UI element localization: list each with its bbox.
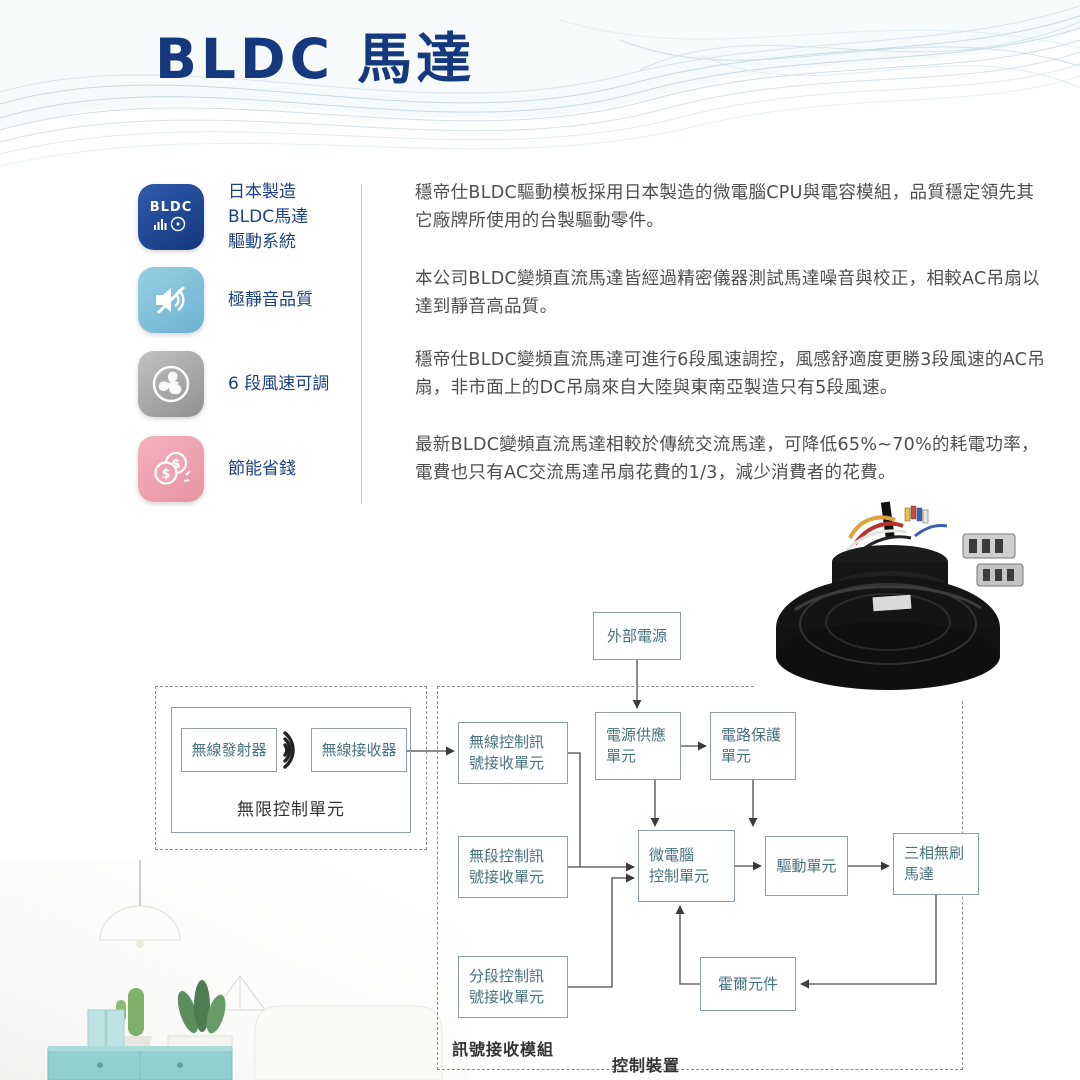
box-wireless-receiver: 無線接收器 [311,728,407,772]
box-label-line: 微電腦 [649,846,695,864]
box-label-line: 號接收單元 [469,868,545,886]
terminal-blocks [962,533,1024,587]
signal-module-label: 訊號接收模組 [452,1040,555,1059]
feature-label-line: BLDC馬達 [228,207,309,227]
box-drive-unit: 驅動單元 [765,836,848,896]
armchair-icon [254,1005,443,1080]
feature-label-line: 驅動系統 [228,232,296,252]
svg-text:$: $ [171,457,180,472]
box-label-line: 霍爾元件 [717,974,778,993]
fan-speed-icon: 6 [138,351,204,417]
box-label-line: 外部電源 [606,626,667,645]
feature-label-speed: 6 段風速可調 [228,372,329,397]
box-label-line: 驅動單元 [776,856,837,875]
box-label-line: 單元 [606,747,637,765]
wall-lamp-icon [99,860,181,948]
header-waves [0,0,1080,167]
box-wireless-transmitter: 無線發射器 [181,728,277,772]
box-rx-wireless: 無線控制訊 號接收單元 [458,722,568,784]
feature-label-line: 日本製造 [228,182,296,202]
feature-label-save: 節能省錢 [228,457,296,482]
svg-text:$: $ [161,467,170,482]
wireless-signal-icon [283,731,295,769]
page-title: BLDC 馬達 [155,27,476,91]
fan-glyph: 6 [152,365,190,403]
box-circuit-protection: 電路保護 單元 [710,712,796,780]
paragraph-drive-system: 穩帝仕BLDC驅動模板採用日本製造的微電腦CPU與電容模組，品質穩定領先其它廠牌… [415,183,1035,231]
feature-label-line: 節能省錢 [228,459,296,479]
motor-photo [755,500,1025,700]
mute-speaker-icon [138,267,204,333]
feature-label-bldc: 日本製造 BLDC馬達 驅動系統 [228,180,308,255]
feature-label-line: 6 段風速可調 [228,374,330,394]
vertical-divider [361,184,362,504]
room-scene [0,860,470,1080]
box-label-line: 無段控制訊 [469,847,545,865]
box-label-line: 無線控制訊 [469,733,545,751]
bldc-badge-icon: BLDC [138,184,204,250]
coins-glyph: $ $ [154,451,191,485]
feature-label-quiet: 極靜音品質 [228,288,313,313]
wireless-inner-group [171,707,411,833]
box-label-line: 電源供應 [606,726,667,744]
box-label-line: 無線發射器 [191,740,267,759]
box-rx-stepless: 無段控制訊 號接收單元 [458,836,568,898]
box-label-line: 無線接收器 [321,740,397,759]
terrarium-icon [214,975,266,1011]
box-label-line: 電路保護 [721,726,782,744]
wireless-group-label: 無限控制單元 [237,800,345,820]
mute-speaker-glyph [156,285,186,315]
cabinet-icon [47,1046,233,1080]
feature-label-line: 極靜音品質 [228,290,313,310]
wireless-control-group [155,686,427,850]
money-coins-icon: $ $ [138,436,204,502]
box-mcu: 微電腦 控制單元 [638,830,735,902]
box-label-line: 三相無刷 [904,844,965,862]
svg-text:6: 6 [168,379,180,399]
box-label-line: 控制單元 [649,867,710,885]
box-external-power: 外部電源 [593,612,681,660]
box-label-line: 分段控制訊 [469,967,545,985]
box-hall-sensor: 霍爾元件 [700,957,796,1011]
control-device-label: 控制裝置 [612,1056,681,1075]
box-label-line: 號接收單元 [469,988,545,1006]
box-label-line: 號接收單元 [469,754,545,772]
box-motor: 三相無刷 馬達 [893,833,979,895]
bldc-badge-text: BLDC [149,200,193,215]
box-label-line: 單元 [721,747,752,765]
paragraph-speeds: 穩帝仕BLDC變頻直流馬達可進行6段風速調控，風感舒適度更勝3段風速的AC吊扇，… [415,350,1045,398]
paragraph-quiet: 本公司BLDC變頻直流馬達皆經過精密儀器測試馬達噪音與校正，相較AC吊扇以達到靜… [415,269,1040,317]
box-label-line: 馬達 [904,865,935,883]
waveform-disc-icon [154,216,186,232]
box-power-supply: 電源供應 單元 [595,712,681,780]
box-rx-staged: 分段控制訊 號接收單元 [458,956,568,1018]
paragraph-saving: 最新BLDC變頻直流馬達相較於傳統交流馬達，可降低65%~70%的耗電功率，電費… [415,435,1039,483]
